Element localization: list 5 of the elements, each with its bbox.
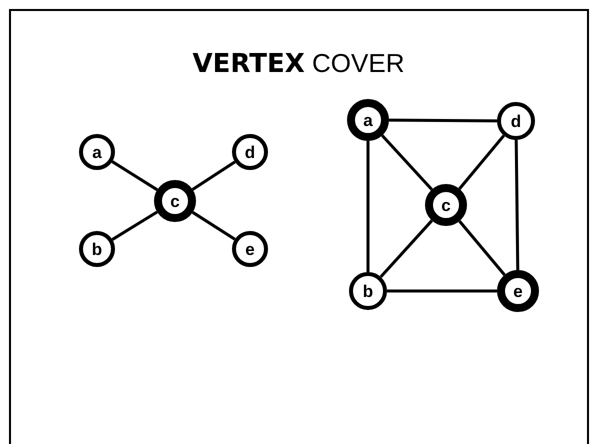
graph-edge (387, 290, 497, 292)
graph-edge (366, 141, 370, 272)
title: VERTEX COVER (192, 47, 406, 80)
graph-edge (388, 118, 498, 122)
graph-edge (514, 140, 520, 270)
